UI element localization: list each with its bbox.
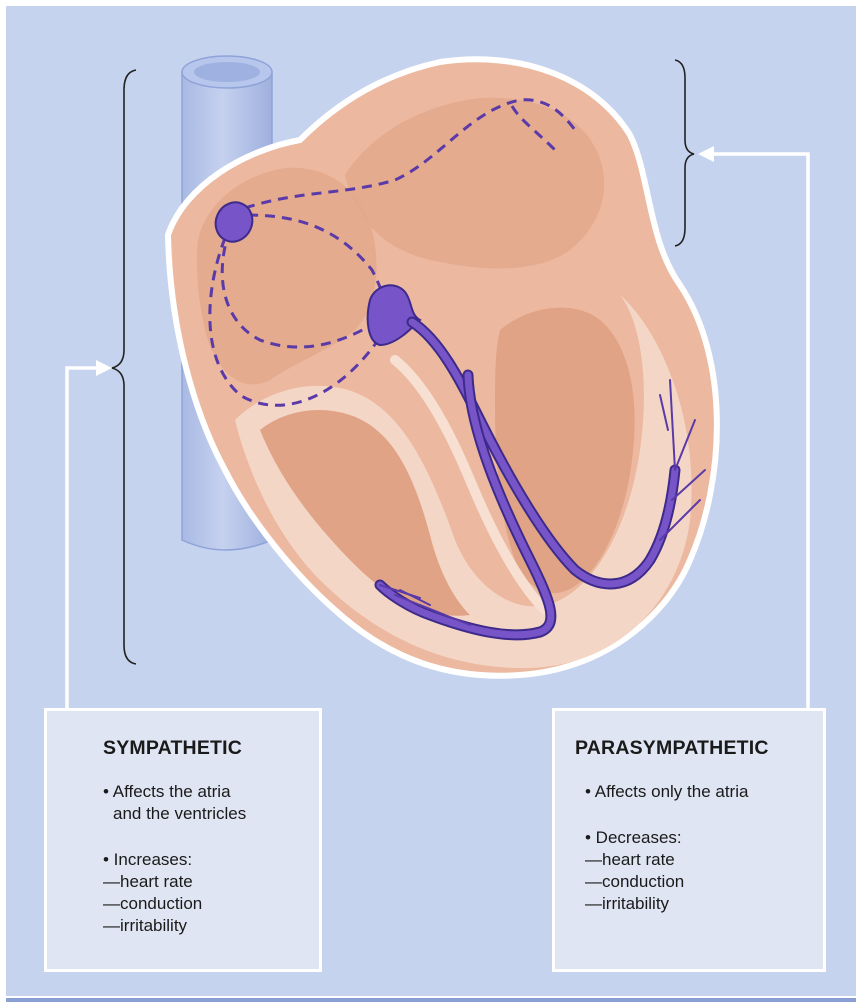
parasympathetic-item-irritability: —irritability [585,893,669,914]
sympathetic-item-conduction: —conduction [103,893,202,914]
sympathetic-item-heart-rate: —heart rate [103,871,193,892]
parasympathetic-bracket-icon [675,60,694,246]
sympathetic-bracket-icon [112,70,136,664]
parasympathetic-item-heart-rate: —heart rate [585,849,675,870]
sympathetic-effect-line2: and the ventricles [113,803,246,824]
sympathetic-increases-label: • Increases: [103,849,192,870]
sympathetic-arrow-icon [67,360,112,712]
sympathetic-box: SYMPATHETIC • Affects the atria and the … [44,708,322,972]
parasympathetic-title: PARASYMPATHETIC [575,737,769,760]
parasympathetic-item-conduction: —conduction [585,871,684,892]
sympathetic-effect-line1: • Affects the atria [103,781,231,802]
parasympathetic-box: PARASYMPATHETIC • Affects only the atria… [552,708,826,972]
sympathetic-title: SYMPATHETIC [103,737,242,760]
parasympathetic-decreases-label: • Decreases: [585,827,682,848]
sympathetic-item-irritability: —irritability [103,915,187,936]
parasympathetic-effect-line1: • Affects only the atria [585,781,748,802]
